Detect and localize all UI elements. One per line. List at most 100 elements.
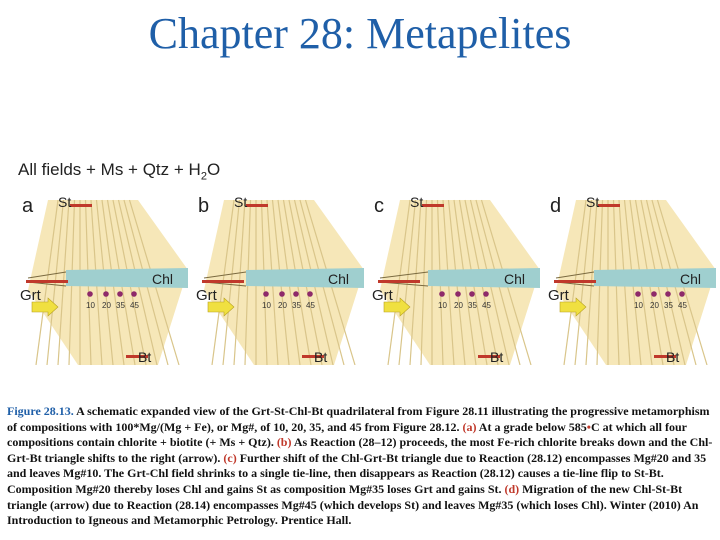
composition-dot [665, 291, 671, 297]
st-red-bar [598, 204, 620, 207]
figure-caption: Figure 28.13. A schematic expanded view … [7, 404, 713, 529]
panel-letter: a [22, 195, 34, 217]
grt-label: Grt [196, 287, 218, 304]
chl-band [594, 268, 716, 288]
chl-band [66, 268, 188, 288]
composition-dot [483, 291, 489, 297]
mg-label: 10 [438, 301, 447, 310]
composition-dot [117, 291, 123, 297]
caption-part-5: Further shift of the Chl-Grt-Bt triangle… [7, 450, 707, 496]
mg-label: 20 [650, 301, 659, 310]
grt-tie [27, 271, 67, 279]
shift-arrow [31, 297, 59, 317]
caption-part-1: A schematic expanded view of the Grt-St-… [7, 404, 710, 434]
bt-label: Bt [490, 349, 503, 365]
caption-part-6: Migration of the new Chl-St-Bt triangle … [7, 481, 699, 528]
chl-band [246, 268, 364, 288]
mg-label: 35 [468, 301, 477, 310]
mg-label: 45 [678, 301, 687, 310]
panel-letter: b [198, 195, 209, 217]
grt-label: Grt [548, 287, 570, 304]
mg-label: 45 [130, 301, 139, 310]
chl-label: Chl [152, 271, 173, 287]
caption-figure-label: Figure 28.13. [7, 404, 74, 418]
bt-label: Bt [666, 349, 679, 365]
mg-label: 10 [86, 301, 95, 310]
bt-label: Bt [138, 349, 151, 365]
composition-dot [87, 291, 93, 297]
bt-red-bar [478, 355, 500, 358]
composition-dot [635, 291, 641, 297]
composition-dot [439, 291, 445, 297]
grt-tie [203, 271, 247, 279]
st-label: St [234, 194, 247, 210]
header-suffix: O [206, 160, 221, 179]
panel-letter: d [550, 195, 561, 217]
mg-label: 20 [454, 301, 463, 310]
caption-part-2: At a grade below 585 [476, 419, 587, 434]
composition-dot [279, 291, 285, 297]
bt-label: Bt [314, 349, 327, 365]
composition-dot [131, 291, 137, 297]
st-red-bar [246, 204, 268, 207]
composition-dot [651, 291, 657, 297]
bt-red-bar [126, 355, 148, 358]
grt-red-bar [26, 280, 68, 283]
chl-label: Chl [504, 271, 525, 287]
composition-dot [469, 291, 475, 297]
composition-dot [455, 291, 461, 297]
shift-arrow [559, 297, 587, 317]
chl-band [428, 268, 540, 288]
mg-label: 10 [262, 301, 271, 310]
bt-red-bar [654, 355, 676, 358]
page-title: Chapter 28: Metapelites [148, 9, 572, 58]
composition-dot [103, 291, 109, 297]
header-subscript: 2 [200, 170, 207, 183]
mg-label: 10 [634, 301, 643, 310]
chl-label: Chl [680, 271, 701, 287]
grt-tie [555, 271, 595, 279]
caption-label-b: (b) [276, 435, 292, 450]
mg-label: 35 [664, 301, 673, 310]
grt-red-bar [378, 280, 420, 283]
mg-label: 45 [482, 301, 491, 310]
mg-label: 20 [278, 301, 287, 310]
composition-dot [679, 291, 685, 297]
bt-red-bar [302, 355, 324, 358]
figure-header: All fields + Ms + Qtz + H2O [18, 160, 220, 182]
grt-red-bar [554, 280, 596, 283]
mg-label: 45 [306, 301, 315, 310]
mg-label: 35 [116, 301, 125, 310]
st-label: St [58, 194, 71, 210]
st-label: St [586, 194, 599, 210]
caption-label-d: (d) [504, 481, 520, 496]
shift-arrow [207, 297, 235, 317]
shift-arrow [383, 297, 411, 317]
composition-dot [293, 291, 299, 297]
grt-label: Grt [20, 287, 42, 304]
chl-label: Chl [328, 271, 349, 287]
caption-label-a: (a) [462, 419, 477, 434]
mg-label: 20 [102, 301, 111, 310]
st-red-bar [422, 204, 444, 207]
grt-tie [379, 271, 429, 279]
tie-line [420, 199, 428, 365]
mg-label: 35 [292, 301, 301, 310]
grt-red-bar [202, 280, 244, 283]
caption-part-3: C at which all four compositions contain… [7, 419, 687, 450]
panel-letter: c [374, 195, 384, 217]
st-label: St [410, 194, 423, 210]
caption-degree-mark: • [586, 419, 591, 434]
grt-label: Grt [372, 287, 394, 304]
caption-label-c: (c) [223, 450, 237, 465]
composition-dot [307, 291, 313, 297]
st-red-bar [70, 204, 92, 207]
caption-part-4: As Reaction (28–12) proceeds, the most F… [7, 435, 713, 465]
composition-dot [263, 291, 269, 297]
header-prefix: All fields + Ms + Qtz + H [18, 160, 201, 179]
